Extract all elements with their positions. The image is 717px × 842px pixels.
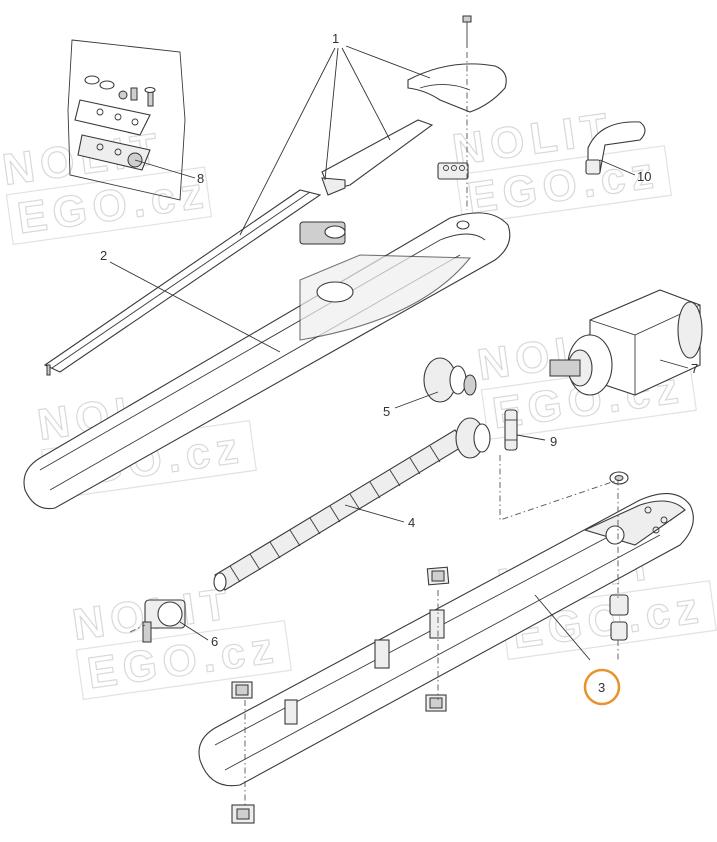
callout-10: 10 (637, 169, 651, 184)
part-7-motor (549, 289, 703, 396)
callout-5: 5 (383, 404, 390, 419)
screw-thread (229, 445, 441, 583)
part-4-worm-screw (213, 417, 491, 592)
terminal-block (437, 162, 469, 180)
part-9-coupling (504, 409, 518, 451)
leader-lines (109, 45, 689, 661)
callout-2: 2 (100, 248, 107, 263)
assembly-lines (129, 52, 619, 805)
part-5-bevel-gear (423, 357, 477, 403)
watermark-group: NOLIT EGO.cz NOLIT EGO.cz NOLIT EGO.cz N… (0, 103, 717, 701)
callout-6: 6 (211, 634, 218, 649)
callout-8: 8 (197, 171, 204, 186)
watermark-1: NOLIT EGO.cz (0, 123, 212, 246)
part-10-release-key (585, 121, 646, 175)
part-3-lower-housing (198, 493, 694, 787)
callout-1: 1 (332, 31, 339, 46)
part-2-upper-housing (23, 212, 511, 510)
watermark-2: NOLIT EGO.cz (449, 103, 672, 226)
callout-9: 9 (550, 434, 557, 449)
inset-panel-hardware (67, 39, 186, 201)
callout-4: 4 (408, 515, 415, 530)
part-6-rear-bracket (142, 599, 186, 643)
pads-and-nuts (231, 471, 629, 824)
watermark-5: NOLIT EGO.cz (69, 578, 292, 701)
callout-labels: 1 2 3 4 5 6 7 8 9 10 (100, 31, 698, 695)
callout-7: 7 (691, 361, 698, 376)
part-1-covers (43, 15, 507, 376)
callout-3: 3 (598, 680, 605, 695)
callout-3-highlight-ring (583, 668, 621, 706)
